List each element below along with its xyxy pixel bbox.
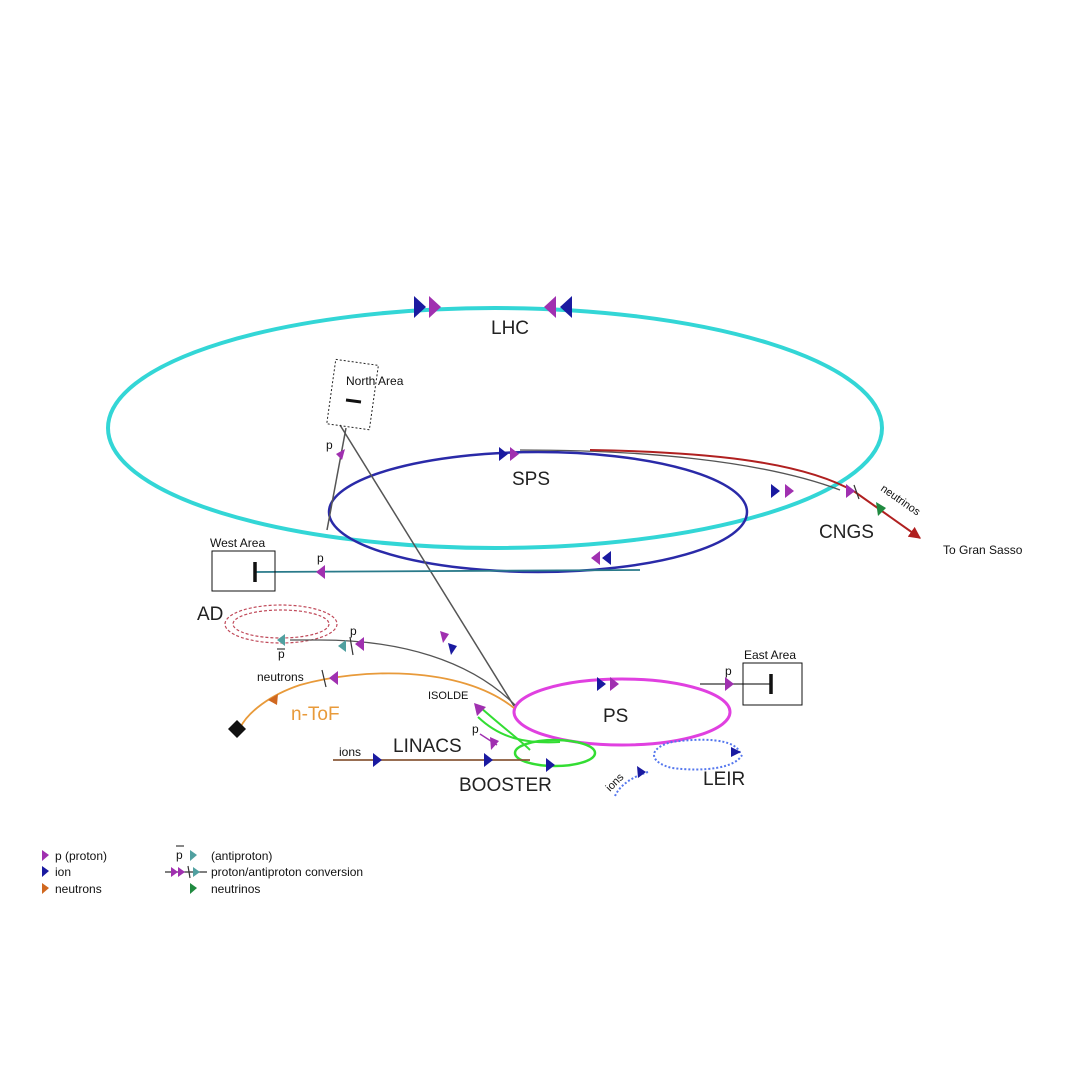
antiproton-triangle — [338, 640, 346, 652]
neutrino-triangle-icon — [190, 883, 197, 894]
proton-triangle — [510, 447, 519, 461]
legend-neutrinos-label: neutrinos — [211, 882, 260, 896]
conversion-bar — [853, 484, 860, 500]
ps-label: PS — [603, 706, 628, 727]
sps-to-cngs-line — [519, 449, 841, 491]
proton-triangle — [429, 296, 441, 318]
legend-neutrons-label: neutrons — [55, 882, 102, 896]
to-gran-sasso-label: To Gran Sasso — [943, 543, 1023, 557]
leir-label: LEIR — [703, 769, 745, 790]
ion-triangle — [484, 753, 493, 767]
p-booster-label: p — [472, 722, 479, 736]
isolde-label: ISOLDE — [428, 690, 468, 702]
ion-triangle — [448, 643, 457, 655]
east-area-box — [742, 662, 803, 706]
neutron-triangle-icon — [42, 883, 49, 894]
ion-triangle — [731, 747, 741, 757]
ion-triangle — [373, 753, 382, 767]
conversion-bar — [321, 669, 327, 688]
neutron-triangle — [268, 694, 278, 705]
west-area-label: West Area — [210, 536, 265, 550]
sps-ring — [327, 450, 749, 574]
sps-label: SPS — [512, 469, 550, 490]
ps-ring — [512, 677, 732, 747]
east-area-label: East Area — [744, 648, 796, 662]
conversion-bar — [349, 636, 354, 656]
proton-triangle — [355, 637, 364, 651]
neutrino-triangle — [876, 502, 886, 516]
ps-to-north-area-line — [339, 424, 515, 707]
legend-ion-label: ion — [55, 865, 71, 879]
ion-triangle — [414, 296, 426, 318]
north-area-label: North Area — [346, 374, 404, 388]
svg-text:p: p — [176, 848, 183, 862]
lhc-label: LHC — [491, 318, 529, 339]
p-east-label: p — [725, 664, 732, 678]
west-area-box — [211, 550, 276, 592]
ion-triangle — [602, 551, 611, 565]
ions-leir-label: ions — [604, 771, 627, 794]
leir-ring — [653, 738, 743, 771]
ad-ring-inner — [232, 609, 330, 639]
ion-triangle — [771, 484, 780, 498]
proton-triangle — [785, 484, 794, 498]
booster-ps-link — [477, 716, 561, 744]
isolde-booster-line — [479, 706, 531, 751]
proton-triangle — [490, 737, 499, 750]
proton-triangle — [440, 631, 449, 643]
linacs-label: LINACS — [393, 736, 462, 757]
ps-to-ad-line — [290, 639, 516, 706]
ion-triangle — [546, 758, 555, 772]
conversion-icon — [165, 865, 207, 879]
antiproton-triangle — [277, 634, 285, 646]
ad-label: AD — [197, 604, 223, 625]
ntof-label: n-ToF — [291, 704, 340, 725]
proton-triangle — [846, 484, 855, 498]
ntof-target-icon — [228, 720, 246, 738]
ion-triangle — [499, 447, 508, 461]
svg-text:p: p — [278, 647, 285, 661]
ion-triangle — [560, 296, 572, 318]
cngs-label: CNGS — [819, 522, 874, 543]
proton-triangle — [544, 296, 556, 318]
antiproton-icon: p — [176, 845, 197, 862]
proton-triangle — [725, 677, 734, 691]
proton-triangle — [610, 677, 619, 691]
lhc-ring — [106, 306, 884, 550]
ion-triangle — [637, 766, 646, 778]
neutrons-beam-label: neutrons — [257, 670, 304, 684]
proton-triangle — [474, 703, 486, 716]
cngs-beam-line — [589, 449, 921, 539]
p-west-label: p — [317, 551, 324, 565]
legend: p (proton) ion neutrons p (antiproton) p… — [42, 845, 363, 896]
north-area-box — [326, 358, 379, 431]
proton-triangle — [336, 449, 345, 460]
ions-linac-label: ions — [339, 745, 361, 759]
north-area-line — [326, 427, 347, 531]
proton-triangle — [329, 671, 338, 685]
legend-antiproton-label: (antiproton) — [211, 849, 272, 863]
proton-triangle-icon — [42, 850, 49, 861]
p-ad-label: p — [350, 624, 357, 638]
booster-label: BOOSTER — [459, 775, 552, 796]
legend-proton-label: p (proton) — [55, 849, 107, 863]
booster-ring — [513, 738, 597, 768]
legend-conversion-label: proton/antiproton conversion — [211, 865, 363, 879]
p-north-label: p — [326, 438, 333, 452]
ion-triangle — [597, 677, 606, 691]
ion-triangle-icon — [42, 866, 49, 877]
pbar-ad-label: p — [277, 647, 285, 661]
proton-triangle — [316, 565, 325, 579]
proton-triangle — [591, 551, 600, 565]
